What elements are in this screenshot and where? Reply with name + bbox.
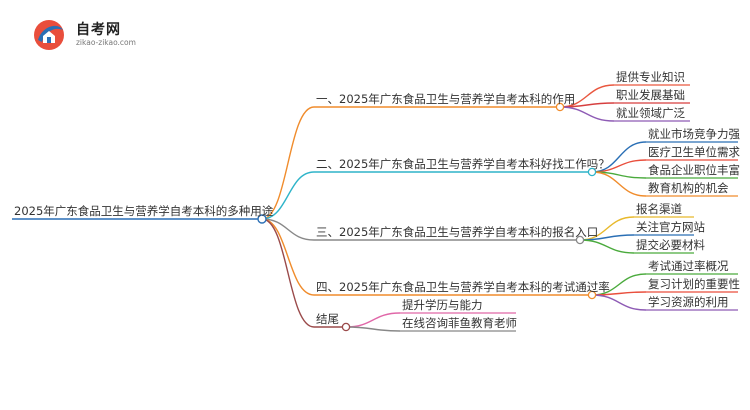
leaf-topic[interactable]: 就业市场竞争力强 xyxy=(648,127,740,141)
branch-connector xyxy=(261,218,315,296)
branch-connector xyxy=(261,218,315,328)
leaf-connector xyxy=(579,239,635,254)
branch-topic-5[interactable]: 结尾 xyxy=(316,312,339,326)
site-logo[interactable]: 自考网 zikao-zikao.com xyxy=(32,18,152,52)
branch-connector xyxy=(261,106,315,220)
leaf-topic[interactable]: 提供专业知识 xyxy=(616,70,685,84)
leaf-connector xyxy=(591,294,647,311)
root-topic[interactable]: 2025年广东食品卫生与营养学自考本科的多种用途 xyxy=(14,204,274,218)
leaf-topic[interactable]: 考试通过率概况 xyxy=(648,259,729,273)
leaf-topic[interactable]: 复习计划的重要性 xyxy=(648,277,740,291)
leaf-connector xyxy=(345,312,401,328)
leaf-topic[interactable]: 提升学历与能力 xyxy=(402,298,483,312)
branch-topic-1[interactable]: 一、2025年广东食品卫生与营养学自考本科的作用 xyxy=(316,92,576,106)
branch-node-dot xyxy=(341,322,351,332)
branch-node-dot xyxy=(555,102,565,112)
branch-connector xyxy=(261,171,315,220)
logo-url: zikao-zikao.com xyxy=(76,38,136,47)
leaf-topic[interactable]: 医疗卫生单位需求 xyxy=(648,145,740,159)
leaf-connector xyxy=(559,106,615,122)
logo-mark-icon xyxy=(34,20,64,50)
leaf-connector xyxy=(591,171,647,197)
leaf-topic[interactable]: 关注官方网站 xyxy=(636,220,705,234)
branch-topic-2[interactable]: 二、2025年广东食品卫生与营养学自考本科好找工作吗？ xyxy=(316,157,610,171)
leaf-topic[interactable]: 提交必要材料 xyxy=(636,238,705,252)
branch-node-dot xyxy=(587,167,597,177)
leaf-topic[interactable]: 教育机构的机会 xyxy=(648,181,729,195)
leaf-topic[interactable]: 食品企业职位丰富 xyxy=(648,163,740,177)
branch-node-dot xyxy=(587,290,597,300)
branch-connector xyxy=(261,218,315,241)
branch-node-dot xyxy=(575,235,585,245)
leaf-topic[interactable]: 就业领域广泛 xyxy=(616,106,685,120)
branch-topic-4[interactable]: 四、2025年广东食品卫生与营养学自考本科的考试通过率 xyxy=(316,280,610,294)
logo-title: 自考网 xyxy=(76,22,121,38)
leaf-topic[interactable]: 在线咨询菲鱼教育老师 xyxy=(402,316,517,330)
root-node-dot xyxy=(257,214,267,224)
leaf-topic[interactable]: 报名渠道 xyxy=(636,202,682,216)
branch-topic-3[interactable]: 三、2025年广东食品卫生与营养学自考本科的报名入口 xyxy=(316,225,599,239)
leaf-topic[interactable]: 学习资源的利用 xyxy=(648,295,729,309)
leaf-topic[interactable]: 职业发展基础 xyxy=(616,88,685,102)
leaf-connector xyxy=(345,326,401,332)
